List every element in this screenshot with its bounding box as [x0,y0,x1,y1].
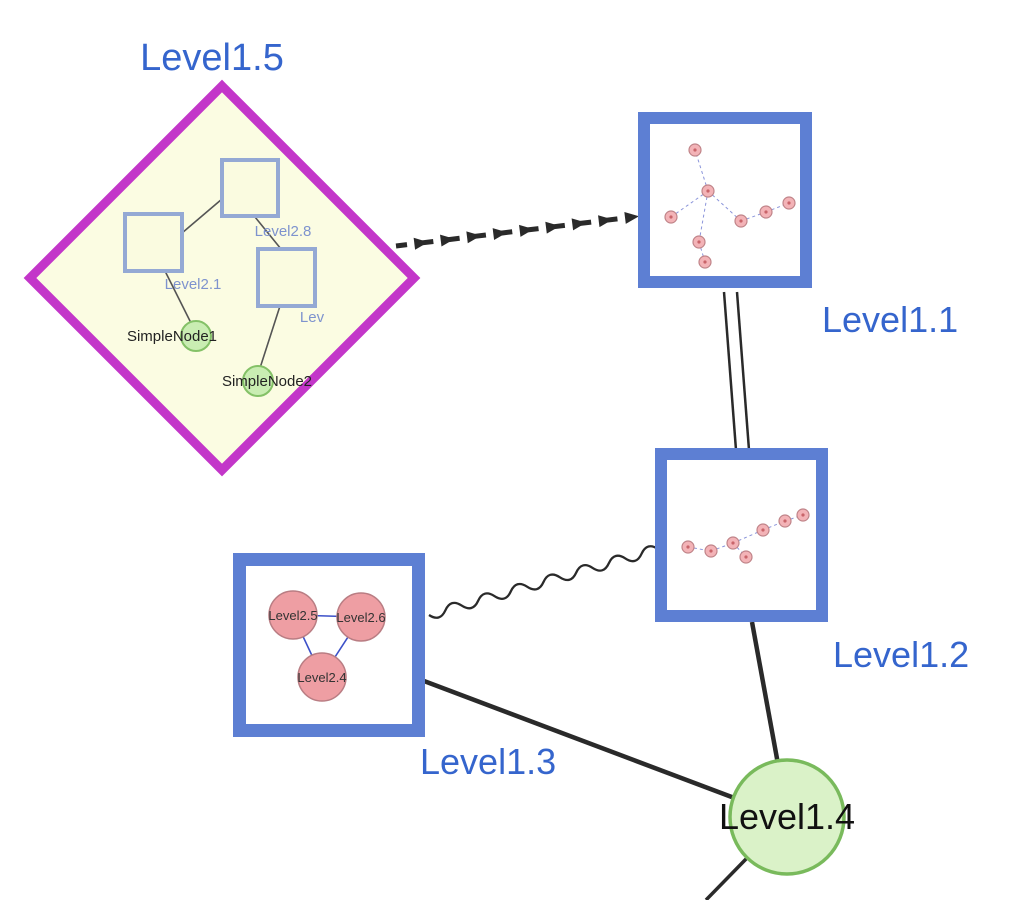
mini-edge[interactable] [740,211,767,222]
edge-level1-2-to-level1-4[interactable] [749,621,783,776]
label-level1-2: Level1.2 [833,634,969,675]
label-level1-4: Level1.4 [719,796,855,837]
inner-edge[interactable] [259,305,281,369]
mini-graph-node-dot [731,541,735,545]
mini-graph-node-dot [706,189,710,193]
edges-layer [395,212,783,900]
level2-square-node[interactable] [256,247,317,308]
level2-square-label: Lev [300,309,325,326]
level1-4-node[interactable] [728,758,846,876]
level2-circle-node[interactable] [268,590,318,640]
mini-graph-node-dot [787,201,791,205]
label-level1-1: Level1.1 [822,299,958,340]
mini-graph-node-dot [764,210,768,214]
level1-2-node[interactable] [655,448,828,622]
level2-square-node[interactable] [123,212,184,273]
edge-dashed-arrow[interactable] [395,212,639,250]
label-level1-5: Level1.5 [140,37,284,79]
edge-level1-3-to-level1-4[interactable] [423,678,746,805]
mini-graph-node-dot [709,549,713,553]
edge-double-line[interactable] [735,291,751,451]
level2-square-label: Level2.8 [255,223,312,240]
mini-graph-node-dot [739,219,743,223]
mini-graph-node-dot [761,528,765,532]
mini-graph-node-dot [801,513,805,517]
level1-1-node[interactable] [638,112,812,288]
mini-graph-node-dot [744,555,748,559]
mini-graph-node-dot [686,545,690,549]
edge-wavy[interactable] [428,545,659,619]
level2-square-label: Level2.1 [165,276,222,293]
simple-node[interactable] [180,320,212,352]
level2-circle-node[interactable] [297,652,347,702]
level2-square-node[interactable] [220,158,280,218]
mini-edge[interactable] [694,149,709,192]
mini-graph-node-dot [693,148,697,152]
level1-3-node[interactable] [233,553,425,737]
inner-edge[interactable] [181,198,223,234]
simple-node[interactable] [242,365,274,397]
level2-circle-label: Level2.5 [268,608,317,623]
mini-graph-node-dot [703,260,707,264]
mini-graph-node-dot [669,215,673,219]
mini-edge[interactable] [707,190,742,222]
edge-double-line[interactable] [722,291,738,451]
mini-edge[interactable] [698,190,709,243]
level2-circle-label: Level2.6 [336,610,385,625]
labels-layer: Level1.5 Level1.1 Level1.2 Level1.3 Leve… [127,37,969,837]
mini-edge[interactable] [670,190,709,218]
edge-level1-4-stub[interactable] [704,856,749,900]
mini-graph-node-dot [697,240,701,244]
level2-circle-node[interactable] [336,592,386,642]
inner-edge[interactable] [254,216,282,250]
simple-node-label: SimpleNode2 [222,373,312,390]
inner-edge[interactable] [164,270,192,324]
mini-graph-node-dot [783,519,787,523]
nodes-layer [23,79,846,876]
label-level1-3: Level1.3 [420,741,556,782]
simple-node-label: SimpleNode1 [127,328,217,345]
level2-circle-label: Level2.4 [297,670,346,685]
level1-5-group-node[interactable] [23,79,421,477]
